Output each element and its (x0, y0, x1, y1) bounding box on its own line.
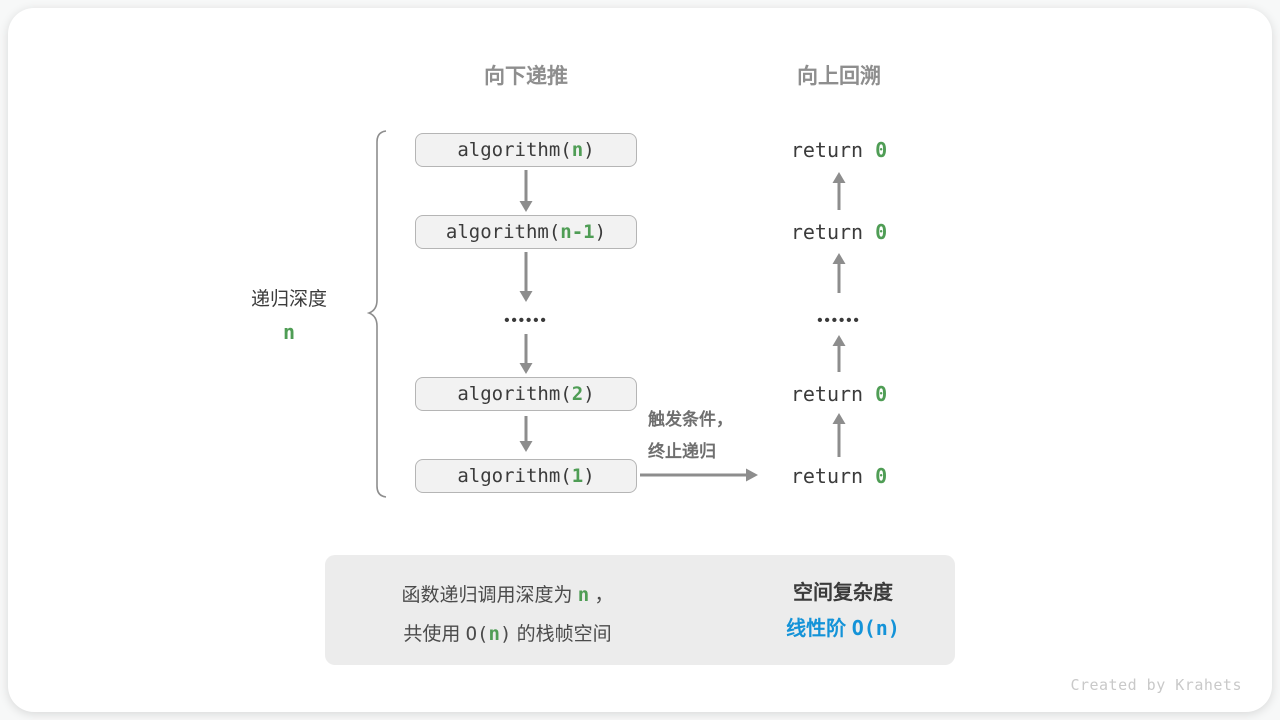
return-statement: return 0 (759, 382, 919, 408)
credit-text: Created by Krahets (1070, 676, 1242, 694)
summary-code: O( (465, 623, 489, 645)
return-keyword: return (790, 138, 876, 162)
return-keyword: return (790, 464, 876, 488)
summary-n: n (577, 584, 590, 606)
return-statement: return 0 (759, 464, 919, 490)
return-keyword: return (790, 382, 876, 406)
return-value: 0 (875, 382, 888, 406)
code-arg: n-1 (560, 221, 595, 243)
summary-text: ， (589, 585, 614, 606)
return-keyword: return (790, 220, 876, 244)
return-statement: return 0 (759, 138, 919, 164)
trigger-note-line2: 终止递归 (648, 442, 716, 461)
return-value: 0 (875, 464, 888, 488)
call-box-algorithm-n: algorithm(n) (415, 133, 637, 167)
code-text: ) (583, 383, 595, 405)
code-text: algorithm( (457, 383, 572, 405)
code-text: ) (594, 221, 607, 243)
code-text: algorithm( (457, 139, 572, 161)
trigger-note-line1: 触发条件， (648, 410, 733, 429)
summary-text: 函数递归调用深度为 (401, 585, 578, 606)
stack-ellipsis: •••••• (504, 312, 548, 329)
recursion-depth-label: 递归深度 (250, 289, 327, 310)
space-complexity-result: 线性阶 O(n) (738, 612, 948, 641)
return-value: 0 (875, 220, 888, 244)
code-arg: n (571, 139, 584, 161)
code-arg: 2 (571, 383, 584, 405)
result-code: O(n) (851, 616, 900, 640)
column-header-upward: 向上回溯 (797, 65, 881, 88)
summary-n: n (488, 623, 500, 645)
call-box-algorithm-n-1: algorithm(n-1) (415, 215, 637, 249)
code-text: algorithm( (445, 221, 561, 243)
return-statement: return 0 (759, 220, 919, 246)
return-value: 0 (875, 138, 888, 162)
call-box-algorithm-1: algorithm(1) (415, 459, 637, 493)
result-text: 线性阶 (786, 618, 852, 640)
call-box-algorithm-2: algorithm(2) (415, 377, 637, 411)
summary-text: 共使用 (403, 624, 466, 645)
code-arg: 1 (571, 465, 584, 487)
column-header-downward: 向下递推 (484, 65, 568, 88)
code-text: ) (583, 139, 595, 161)
return-ellipsis: •••••• (817, 312, 861, 329)
summary-line1: 函数递归调用深度为 n ， (350, 580, 665, 607)
code-text: ) (583, 465, 595, 487)
summary-code: ) (499, 623, 512, 645)
recursion-depth-value: n (282, 320, 296, 344)
summary-line2: 共使用 O(n) 的栈帧空间 (350, 619, 665, 646)
summary-text: 的栈帧空间 (511, 624, 612, 645)
space-complexity-title: 空间复杂度 (793, 582, 893, 604)
summary-box (325, 555, 955, 665)
code-text: algorithm( (457, 465, 572, 487)
